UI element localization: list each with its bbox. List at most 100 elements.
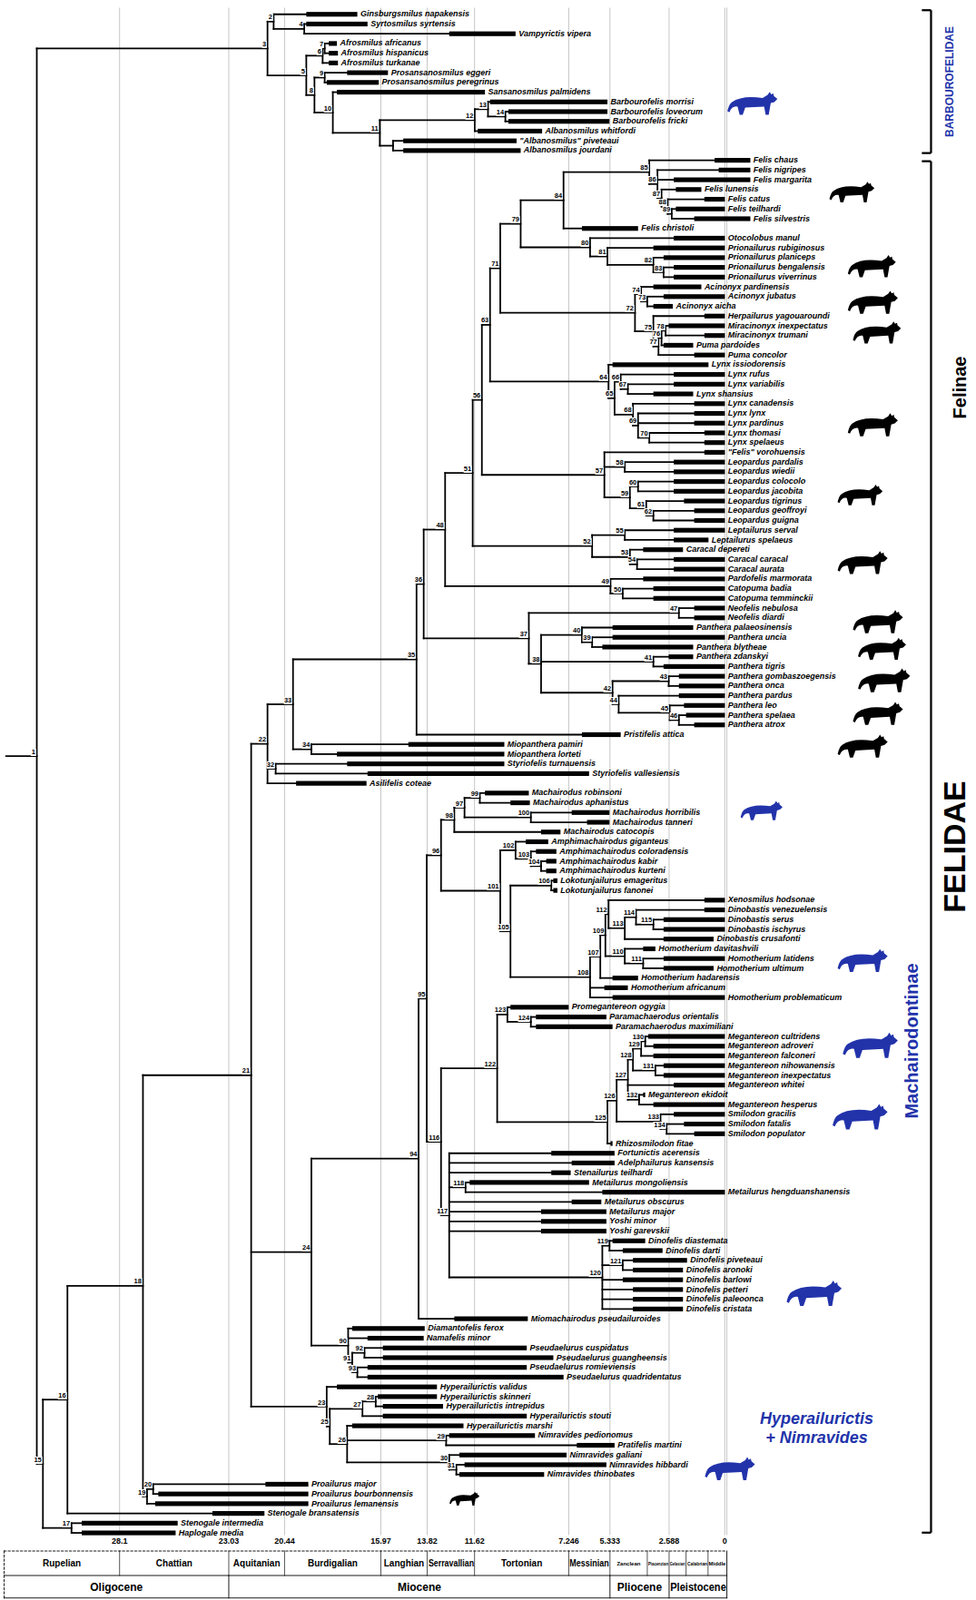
taxon-name: Sansanosmilus palmidens <box>488 87 592 98</box>
taxon-name: Metailurus obscurus <box>604 1197 685 1208</box>
branch-line <box>153 1484 267 1487</box>
branch-line <box>325 52 329 55</box>
taxon-name: Panthera blytheae <box>696 642 768 653</box>
node-number: 130 <box>631 1034 645 1042</box>
range-bar <box>551 1151 615 1156</box>
taxon-name: Felis margarita <box>753 175 812 186</box>
node-number: 25 <box>320 1419 329 1427</box>
range-bar <box>477 128 543 134</box>
taxon-name: Puma pardoides <box>696 340 760 351</box>
taxon-name: Nimravides galiani <box>569 1450 642 1461</box>
stage-name: Burdigalian <box>307 1558 358 1570</box>
node-number: 24 <box>302 1244 311 1253</box>
taxon-name: Herpailurus yagouaroundi <box>728 311 830 322</box>
taxon-name: Proailurus major <box>311 1479 377 1490</box>
branch-line <box>609 1240 612 1243</box>
taxon-name: Megantereon ekidoit <box>648 1090 729 1101</box>
range-bar <box>704 897 725 903</box>
taxon-name: Yoshi garevskii <box>609 1226 670 1237</box>
node-number: 113 <box>611 920 624 928</box>
range-bar <box>622 1278 683 1283</box>
stage-name: Langhian <box>384 1558 424 1570</box>
branch-line <box>423 638 530 641</box>
branch-line <box>609 1250 623 1253</box>
node-number: 57 <box>594 467 603 475</box>
branch-line <box>637 559 674 562</box>
node-number: 74 <box>631 286 641 295</box>
taxon-name: Afrosmilus africanus <box>339 38 422 49</box>
branch-line <box>624 461 674 464</box>
node-number: 56 <box>472 392 481 400</box>
branch-line <box>515 841 526 844</box>
taxon-name: Megantereon whitei <box>728 1080 805 1091</box>
range-bar <box>383 1346 528 1351</box>
taxon-name: Syrtosmilus syrtensis <box>370 19 456 30</box>
branch-line <box>679 607 695 610</box>
range-bar <box>490 99 608 105</box>
range-bar <box>336 89 485 95</box>
range-bar <box>612 976 639 981</box>
stage-divider <box>685 1551 687 1577</box>
node-number: 97 <box>454 800 464 809</box>
branch-line <box>661 188 677 191</box>
branch-line <box>649 442 705 444</box>
bracket-line <box>929 9 932 153</box>
taxon-name: Acinonyx aicha <box>675 301 736 312</box>
range-bar <box>541 829 561 835</box>
node-number: 7 <box>318 40 324 49</box>
range-bar <box>694 722 726 728</box>
range-bar <box>612 995 726 1001</box>
epoch-name: Pleistocene <box>670 1581 727 1595</box>
node-number: 18 <box>133 1278 142 1286</box>
branch-line <box>505 120 509 123</box>
node-number: 27 <box>353 1401 362 1410</box>
branch-line <box>347 1338 367 1341</box>
branch-line <box>357 1367 368 1370</box>
node-number: 95 <box>417 991 426 999</box>
range-bar <box>663 1064 725 1069</box>
node-number: 69 <box>628 417 637 425</box>
taxon-name: Yoshi minor <box>609 1216 657 1227</box>
node-number: 90 <box>338 1338 347 1346</box>
taxon-name: Amphimachairodus kabir <box>559 857 658 868</box>
branch-line <box>657 178 674 181</box>
range-bar <box>326 79 379 85</box>
range-bar <box>673 528 725 533</box>
range-bar <box>669 654 694 660</box>
range-bar <box>694 353 726 358</box>
animal-silhouette <box>847 255 897 277</box>
axis-tick: 7.246 <box>558 1537 580 1548</box>
branch-line <box>449 1277 603 1280</box>
node-number: 63 <box>480 316 489 325</box>
clade-label: Machairodontinae <box>901 963 922 1119</box>
taxon-name: Catopuma temminckii <box>728 593 814 604</box>
node-number: 54 <box>627 556 636 564</box>
taxon-name: Dinofelis darti <box>665 1246 720 1257</box>
range-bar <box>632 1297 683 1302</box>
node-number: 42 <box>602 685 612 693</box>
bracket-line <box>921 152 931 155</box>
branch-line <box>541 870 547 873</box>
branch-line <box>638 481 674 484</box>
node-number: 119 <box>596 1238 609 1246</box>
node-number: 37 <box>519 630 528 639</box>
range-bar <box>642 576 725 582</box>
taxon-name: Panthera tigris <box>728 661 786 672</box>
range-bar <box>571 1200 602 1205</box>
node-number: 8 <box>308 87 314 95</box>
branch-line <box>449 1221 542 1223</box>
bracket-line <box>921 9 931 11</box>
node-number: 131 <box>641 1063 655 1071</box>
node-number: 12 <box>465 112 474 120</box>
taxon-name: Smilodon populator <box>728 1129 806 1140</box>
animal-silhouette <box>449 1492 480 1507</box>
branch-line <box>591 636 612 639</box>
branch-line <box>325 71 348 74</box>
taxon-name: Prionailurus bengalensis <box>728 262 826 273</box>
node-number: 71 <box>491 260 500 268</box>
range-bar <box>714 157 750 163</box>
branch-line <box>591 646 602 649</box>
taxon-name: "Albanosmilus" piveteaui <box>519 136 619 147</box>
clade-label: FELIDAE <box>937 781 971 914</box>
taxon-name: Panthera uncia <box>728 632 788 643</box>
